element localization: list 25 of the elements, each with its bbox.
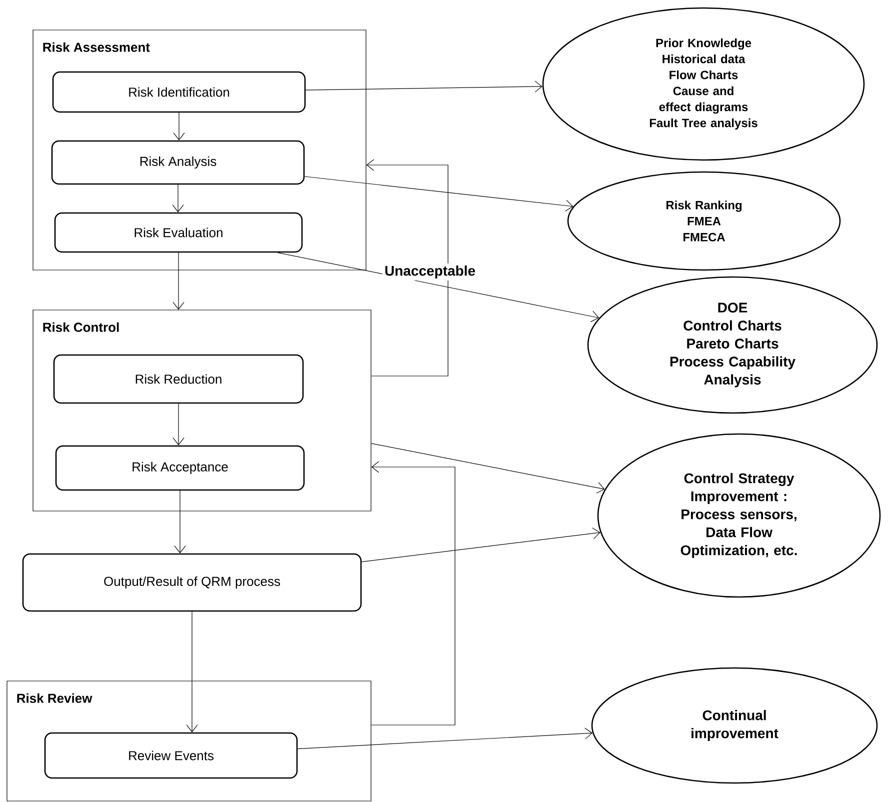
process-box: Risk Evaluation (54, 212, 303, 253)
process-box: Risk Identification (52, 71, 306, 113)
edge-label: Unacceptable (382, 263, 478, 281)
arrow (172, 403, 184, 446)
group-heading: Risk Control (43, 322, 119, 332)
process-box: Risk Analysis (51, 140, 305, 185)
process-box: Review Events (44, 732, 298, 779)
arrow (172, 252, 184, 310)
arrow (305, 80, 542, 92)
arrow (361, 528, 600, 562)
arrow (297, 728, 593, 750)
arrow (366, 159, 448, 376)
arrow (172, 184, 184, 212)
group-heading: Risk Review (17, 693, 92, 703)
arrow (277, 252, 600, 322)
process-box: Output/Result of QRM process (22, 553, 362, 612)
arrow (186, 611, 198, 732)
process-box: Risk Reduction (53, 354, 304, 404)
group-heading: Risk Assessment (43, 42, 150, 52)
process-box: Risk Acceptance (55, 445, 305, 491)
arrow (371, 443, 605, 494)
arrow (173, 112, 185, 140)
arrow (304, 176, 574, 212)
arrow (371, 461, 456, 726)
arrow (174, 490, 186, 554)
